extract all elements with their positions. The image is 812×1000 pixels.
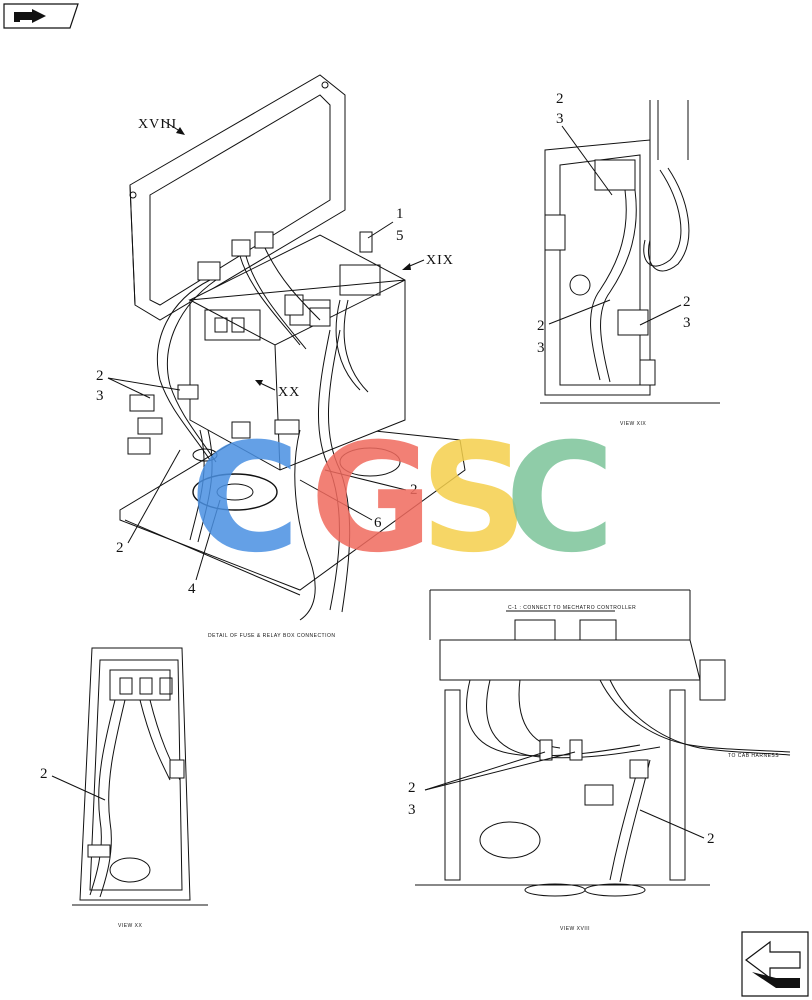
view-xviii-drawing	[415, 589, 791, 897]
main-view-labels: XVIII XIX XX 1 5 2 3 2 6 2 4 DETAIL OF F…	[96, 117, 454, 639]
view-xix-labels: 2 3 2 3 2 3 VIEW XIX	[537, 91, 691, 427]
xix-callout-l2: 2	[537, 318, 545, 334]
xix-callout-t2: 2	[556, 91, 564, 107]
connector-label: C-1 : CONNECT TO MECHATRO CONTROLLER	[508, 605, 636, 611]
xx-callout-2: 2	[40, 766, 48, 782]
view-xx-caption: VIEW XX	[118, 923, 143, 929]
view-xix-caption: VIEW XIX	[620, 421, 646, 427]
callout-5: 5	[396, 228, 404, 244]
page-turn-arrow-icon[interactable]	[741, 931, 809, 997]
watermark-letter-3: S	[420, 412, 528, 586]
main-view-caption: DETAIL OF FUSE & RELAY BOX CONNECTION	[208, 633, 336, 639]
callout-3a: 3	[96, 388, 104, 404]
main-assembly-view	[119, 74, 466, 621]
callout-1: 1	[396, 206, 404, 222]
view-mark-xx: XX	[278, 385, 300, 400]
view-xviii-caption: VIEW XVIII	[560, 926, 590, 932]
callout-2a: 2	[96, 368, 104, 384]
xix-callout-l3: 3	[537, 340, 545, 356]
folder-arrow-icon[interactable]	[3, 3, 79, 29]
watermark-letter-1: C	[190, 412, 300, 586]
xix-callout-r2: 2	[683, 294, 691, 310]
view-xviii-labels: C-1 : CONNECT TO MECHATRO CONTROLLER TO …	[408, 605, 779, 932]
callout-4: 4	[188, 581, 196, 597]
view-xx-labels: 2 VIEW XX	[40, 766, 143, 929]
watermark: C G S C	[190, 412, 615, 586]
xviii-callout-l2: 2	[408, 780, 416, 796]
callout-2c: 2	[116, 540, 124, 556]
view-mark-xix: XIX	[426, 253, 454, 268]
callout-2b: 2	[410, 482, 418, 498]
xviii-callout-r2: 2	[707, 831, 715, 847]
harness-label: TO CAB HARNESS	[728, 753, 779, 759]
view-xix-drawing	[540, 100, 720, 404]
watermark-letter-4: C	[505, 412, 615, 586]
callout-6: 6	[374, 515, 382, 531]
view-mark-xviii: XVIII	[138, 117, 177, 132]
xviii-callout-l3: 3	[408, 802, 416, 818]
xix-callout-t3: 3	[556, 111, 564, 127]
view-xx-drawing	[72, 647, 208, 906]
xix-callout-r3: 3	[683, 315, 691, 331]
watermark-letter-2: G	[310, 412, 433, 586]
